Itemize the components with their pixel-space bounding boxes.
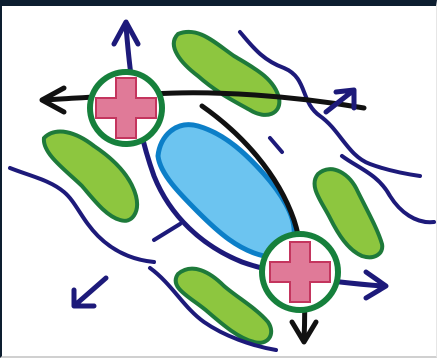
node-top-left: [90, 72, 162, 144]
green-patch-top: [174, 32, 280, 115]
tick-mark-lower: [154, 224, 180, 240]
node-bottom-right: [262, 234, 338, 310]
landscape-diagram: [2, 6, 437, 358]
chevron-arrow-icon-bottom-left: [74, 278, 106, 306]
tick-mark-upper: [270, 138, 282, 152]
